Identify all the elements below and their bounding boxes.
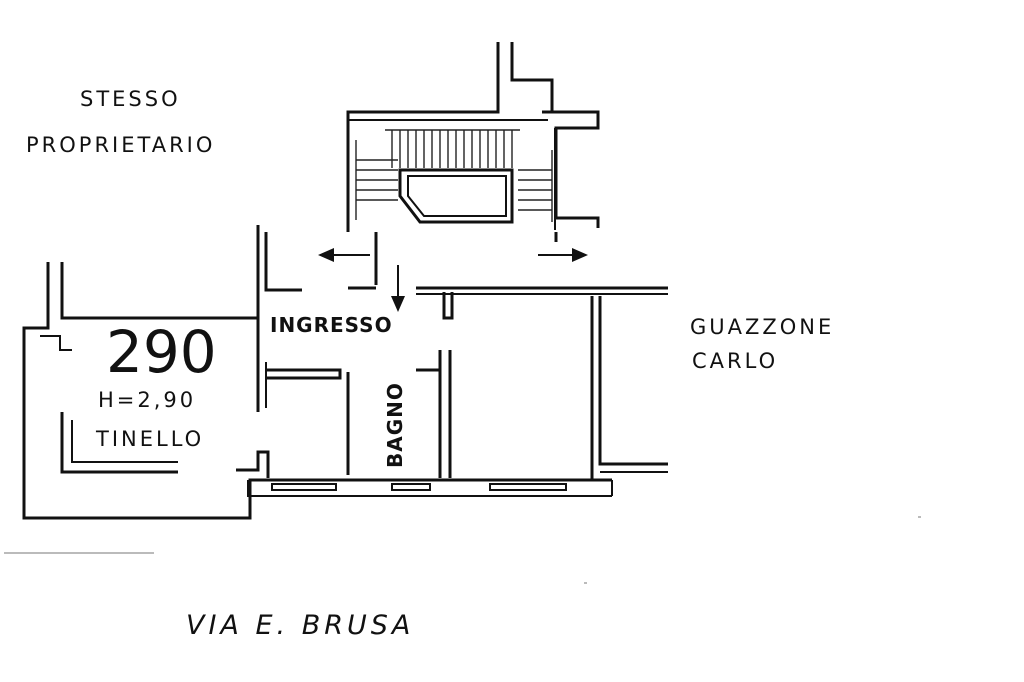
window-sills <box>271 483 567 491</box>
neighbor-label-line1: GUAZZONE <box>690 315 834 339</box>
owner-label-line2: PROPRIETARIO <box>26 133 215 157</box>
unit-number: 290 <box>106 318 217 386</box>
arrow-right-icon <box>572 248 588 262</box>
owner-label-line1: STESSO <box>80 87 181 111</box>
arrow-left-icon <box>318 248 334 262</box>
neighbor-label-line2: CARLO <box>692 349 778 373</box>
ceiling-height: H=2,90 <box>98 388 196 412</box>
room-label-tinello: TINELLO <box>95 427 204 451</box>
room-label-bagno: BAGNO <box>383 382 407 468</box>
scan-noise <box>4 516 921 584</box>
stairwell <box>346 42 600 285</box>
street-label: VIA E. BRUSA <box>186 610 414 641</box>
stair-treads <box>355 129 553 222</box>
room-label-ingresso: INGRESSO <box>270 313 393 337</box>
direction-arrows <box>318 248 588 312</box>
stair-landing <box>398 168 514 224</box>
apartment-walls <box>22 225 668 520</box>
arrow-down-icon <box>391 296 405 312</box>
